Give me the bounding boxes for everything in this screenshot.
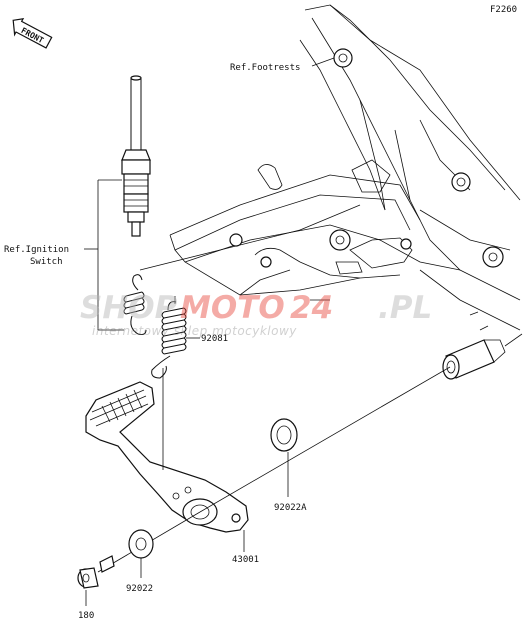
front-arrow-icon: FRONT xyxy=(12,17,53,49)
watermark: SHOP MOTO 24 .PL xyxy=(80,290,432,326)
figure-code: F2260 xyxy=(490,5,517,15)
flange-bolt xyxy=(77,555,115,606)
watermark-brand-c: 24 xyxy=(290,290,333,326)
pivot-bolt xyxy=(442,333,523,380)
ref-ignition-bracket xyxy=(84,179,124,331)
footrest-bracket xyxy=(169,4,521,331)
brake-light-switch xyxy=(121,75,361,271)
return-spring xyxy=(151,296,200,379)
part-number-pedal: 43001 xyxy=(232,555,259,565)
ref-ignition-label: Ref.Ignition xyxy=(4,245,69,255)
washer-large xyxy=(270,418,298,497)
watermark-brand-b: MOTO xyxy=(180,290,285,326)
axis-pivot xyxy=(199,366,451,513)
part-number-washer-large: 92022A xyxy=(274,503,307,513)
ref-footrests-label: Ref.Footrests xyxy=(230,63,300,73)
part-number-bolt: 180 xyxy=(78,611,94,621)
watermark-brand-a: SHOP xyxy=(80,290,178,326)
ref-footrests-leader xyxy=(311,57,335,67)
washer-small xyxy=(128,529,154,578)
part-number-washer-small: 92022 xyxy=(126,584,153,594)
brake-pedal xyxy=(85,381,249,552)
part-number-spring: 92081 xyxy=(201,334,228,344)
switch-spring xyxy=(123,274,147,335)
watermark-brand-d: .PL xyxy=(378,290,432,326)
watermark-tagline: internetowy sklep motocyklowy xyxy=(92,324,297,338)
ref-ignition-label-2: Switch xyxy=(30,257,63,267)
